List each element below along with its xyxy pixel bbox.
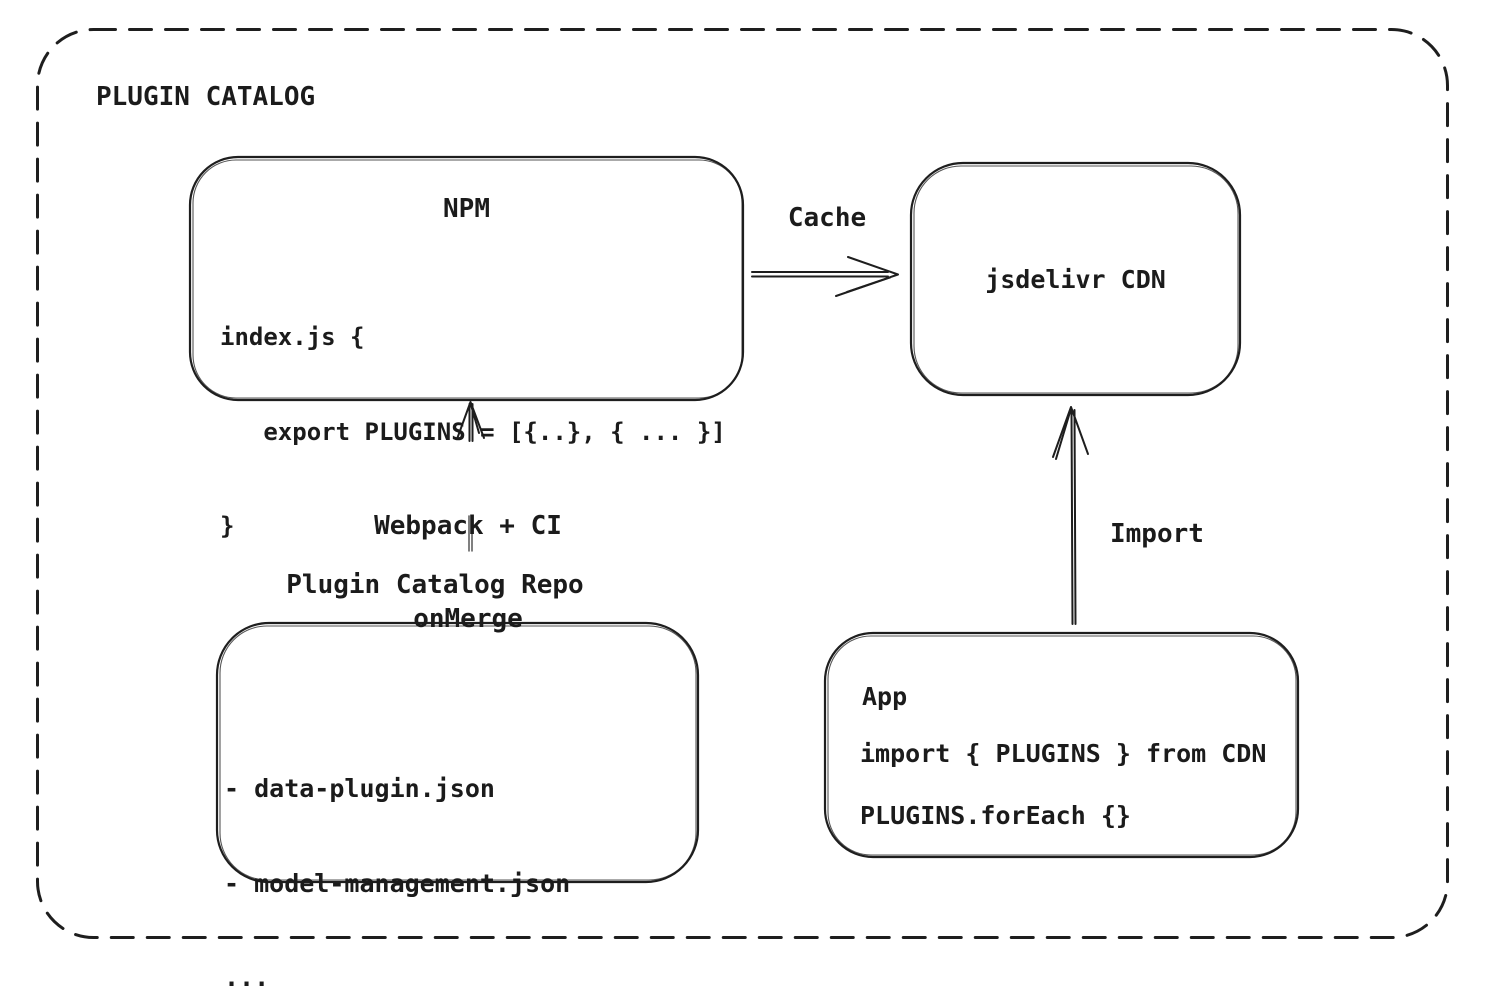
cdn-node-title: jsdelivr CDN <box>985 265 1166 294</box>
build-edge-label-line-2: onMerge <box>413 604 523 634</box>
repo-file-item-3: ... <box>224 963 270 992</box>
app-node-title: App <box>862 682 908 711</box>
frame-title: PLUGIN CATALOG <box>96 82 316 112</box>
repo-file-item-1: - data-plugin.json <box>224 774 495 803</box>
npm-code-line-2: export PLUGINS = [{..}, { ... }] <box>220 417 726 446</box>
import-edge-label: Import <box>1110 519 1204 549</box>
cache-edge-label: Cache <box>787 203 867 233</box>
app-code-line-2: PLUGINS.forEach {} <box>860 801 1131 830</box>
build-edge-label-line-1: Webpack + CI <box>374 511 562 541</box>
npm-code-line-3: } <box>220 512 235 540</box>
repo-file-item-2: - model-management.json <box>224 868 571 898</box>
import-arrow <box>1052 406 1089 625</box>
build-edge-label: Webpack + CI onMerge <box>348 449 588 697</box>
repo-node-files: - data-plugin.json - model-management.js… <box>224 710 570 1002</box>
npm-node-title: NPM <box>443 194 490 224</box>
npm-code-line-1: index.js { <box>220 323 365 351</box>
app-code-line-1: import { PLUGINS } from CDN <box>860 739 1267 768</box>
cache-arrow <box>751 256 899 297</box>
repo-node-label: Plugin Catalog Repo <box>286 570 584 600</box>
npm-node-code: index.js { export PLUGINS = [{..}, { ...… <box>220 259 726 606</box>
